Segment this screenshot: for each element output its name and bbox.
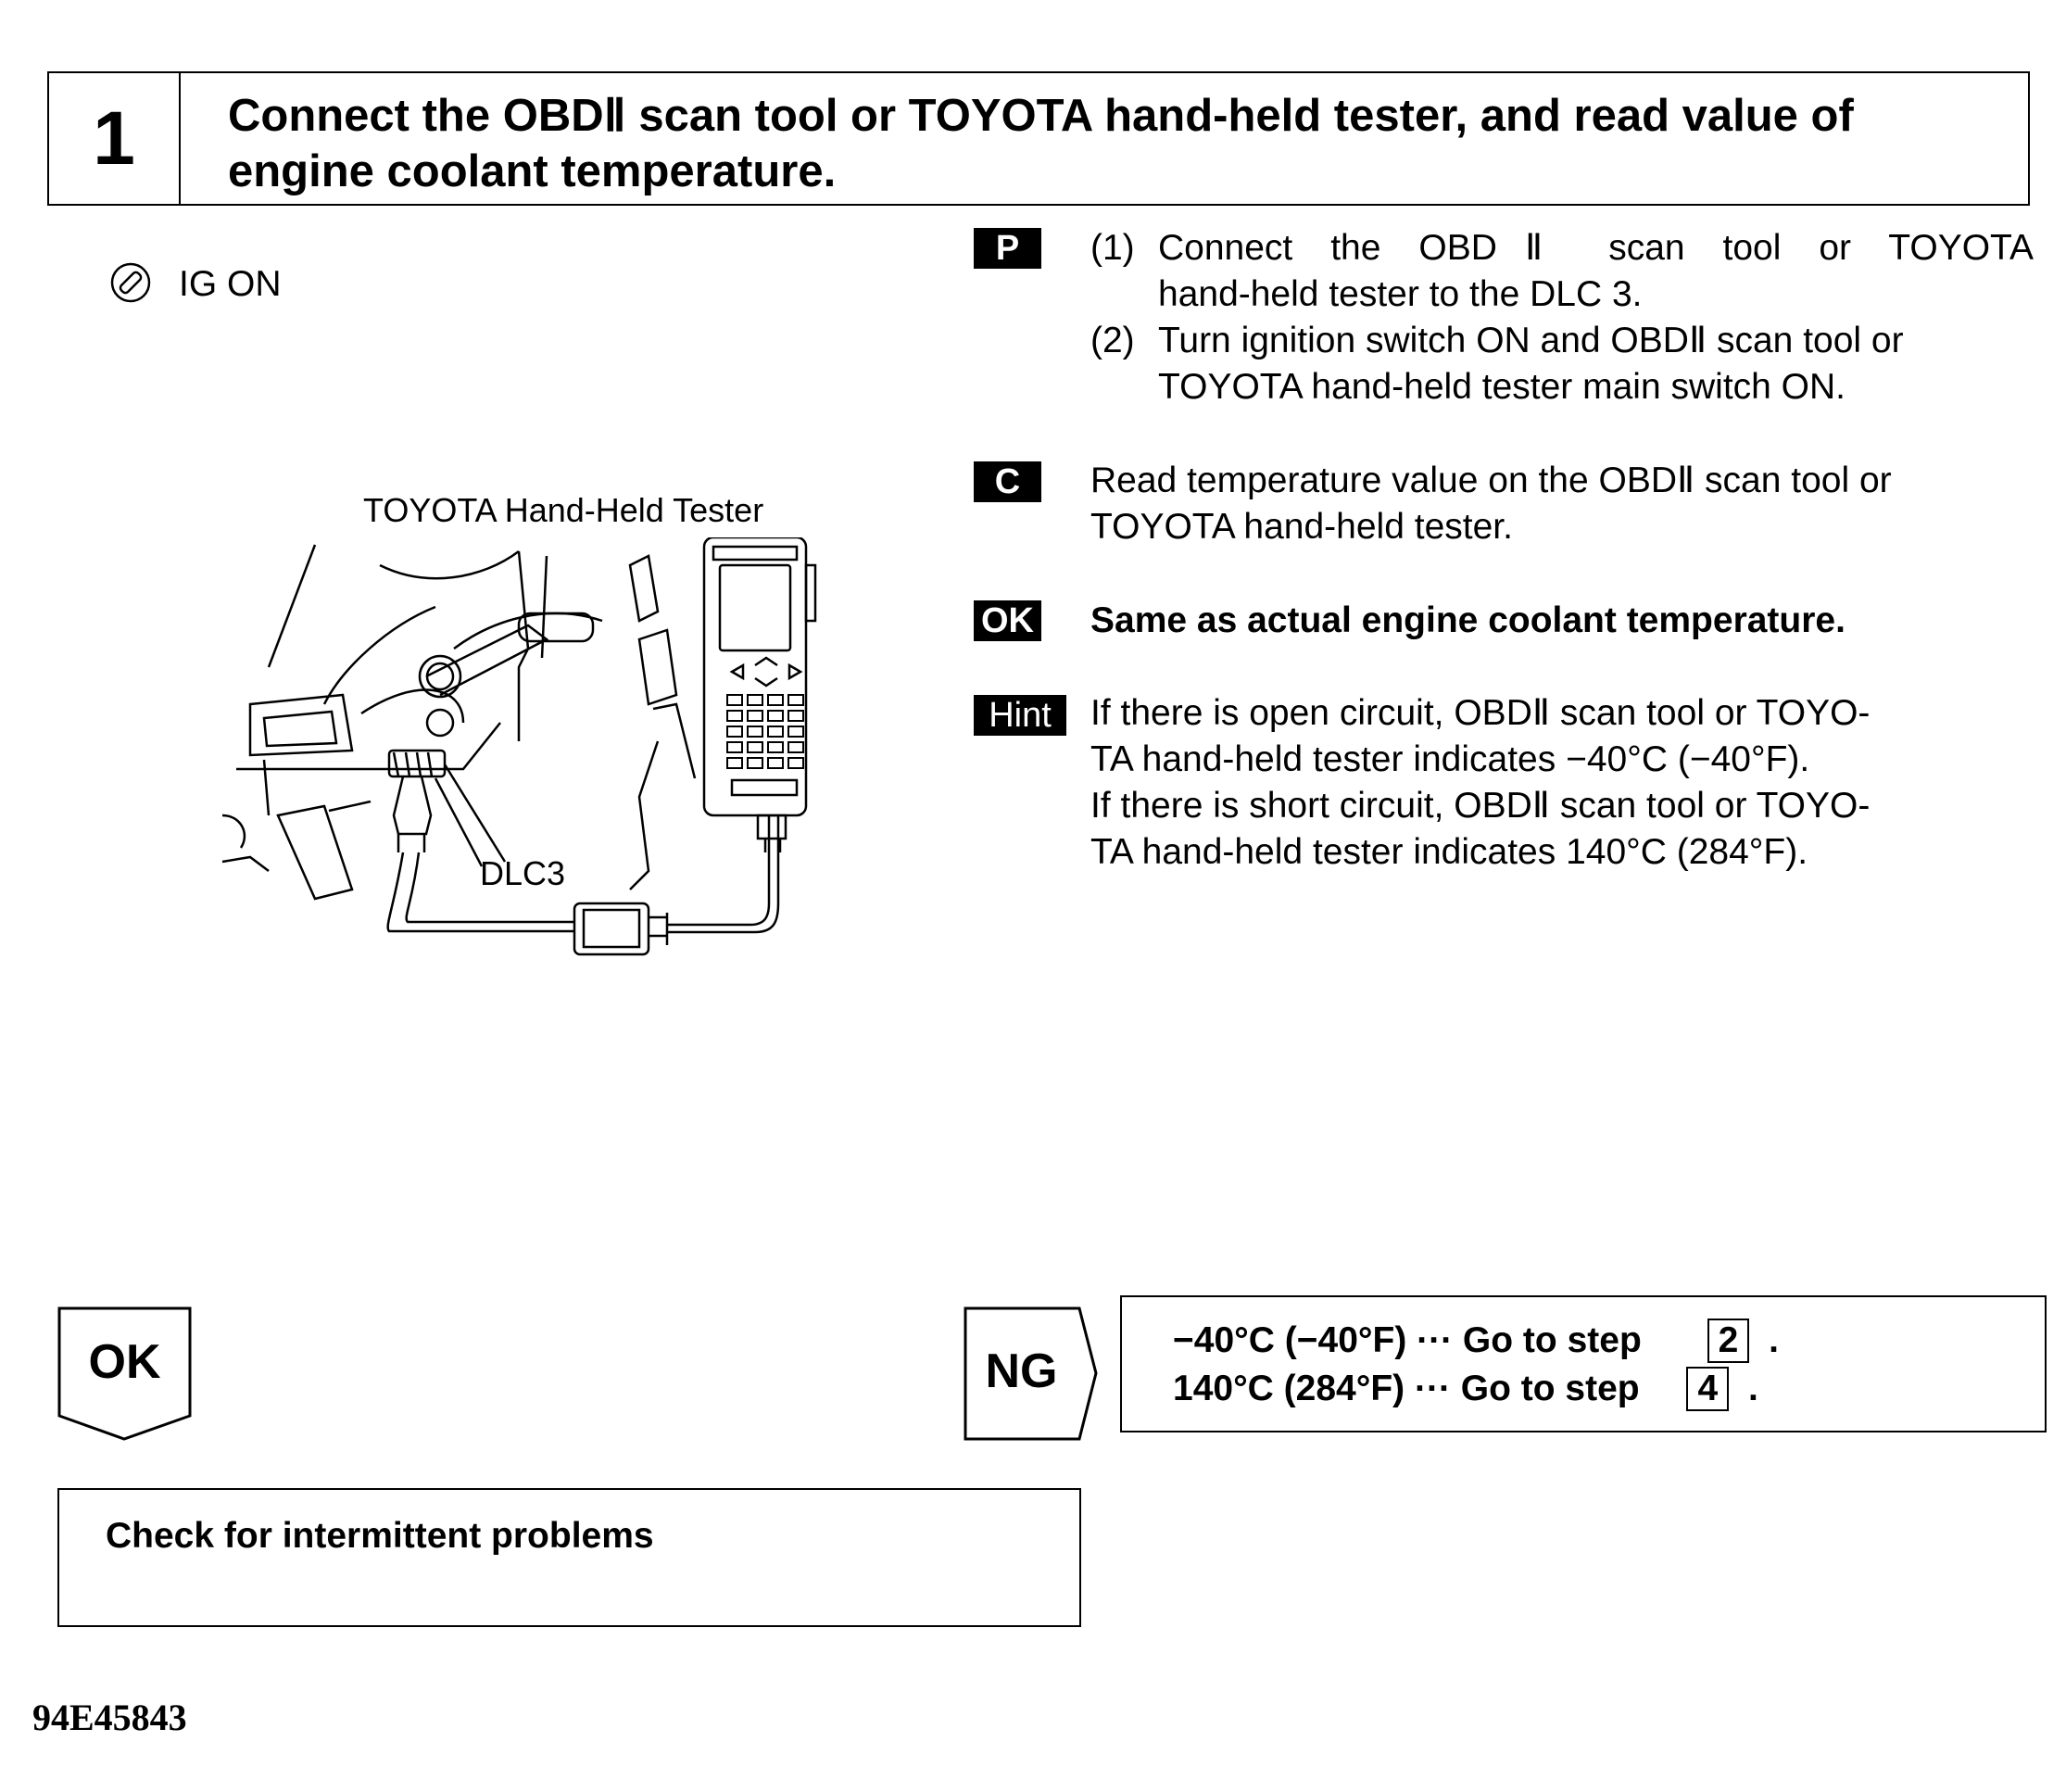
ng-actions-box: −40°C (−40°F) ··· Go to step 2 . 140°C (…	[1120, 1295, 2047, 1432]
ok-result-marker	[57, 1306, 192, 1441]
ok-tag: OK	[974, 600, 1041, 641]
prepare-item1-line1: Connect the OBDⅡ scan tool or TOYOTA	[1158, 228, 2034, 268]
condition-label: IG ON	[179, 264, 282, 304]
hint-line4: TA hand-held tester indicates 140°C (284…	[1090, 832, 1808, 872]
ng-line-2-period: .	[1747, 1369, 1758, 1408]
check-tag: C	[974, 461, 1041, 502]
step-header: 1 Connect the OBDⅡ scan tool or TOYOTA h…	[47, 71, 2030, 206]
step-number: 1	[49, 73, 181, 204]
ng-line-2-text: 140°C (284°F) ··· Go to step	[1173, 1369, 1640, 1408]
ng-line-1-text: −40°C (−40°F) ··· Go to step	[1173, 1320, 1642, 1360]
hint-line2: TA hand-held tester indicates −40°C (−40…	[1090, 739, 1810, 779]
ng-line-2: 140°C (284°F) ··· Go to step 4 .	[1173, 1366, 1758, 1412]
prepare-item2-line1: Turn ignition switch ON and OBDⅡ scan to…	[1158, 321, 1904, 360]
ng-result-marker	[964, 1306, 1098, 1441]
prepare-item2-line2: TOYOTA hand-held tester main switch ON.	[1158, 367, 1846, 407]
go-to-step-4-link[interactable]: 4	[1686, 1367, 1730, 1411]
hint-line1: If there is open circuit, OBDⅡ scan tool…	[1090, 693, 1871, 733]
tester-label: TOYOTA Hand-Held Tester	[363, 491, 764, 529]
document-code: 94E45843	[32, 1697, 187, 1738]
ng-line-1-period: .	[1769, 1320, 1779, 1360]
dlc3-connection-illustration	[221, 537, 817, 956]
ok-action-box: Check for intermittent problems	[57, 1488, 1081, 1627]
ok-result-label: OK	[88, 1335, 161, 1389]
check-line1: Read temperature value on the OBDⅡ scan …	[1090, 461, 1892, 500]
hint-tag: Hint	[974, 695, 1066, 736]
prepare-tag: P	[974, 228, 1041, 269]
prepare-item1-line2: hand-held tester to the DLC 3.	[1158, 274, 1643, 314]
dlc3-label: DLC3	[480, 854, 566, 892]
check-line2: TOYOTA hand-held tester.	[1090, 507, 1513, 547]
step-title: Connect the OBDⅡ scan tool or TOYOTA han…	[228, 91, 1854, 196]
hint-line3: If there is short circuit, OBDⅡ scan too…	[1090, 786, 1871, 826]
go-to-step-2-link[interactable]: 2	[1707, 1319, 1750, 1363]
ignition-key-icon	[110, 262, 151, 303]
ok-criteria: Same as actual engine coolant temperatur…	[1090, 600, 1846, 640]
ng-result-label: NG	[985, 1344, 1058, 1398]
ok-action-text: Check for intermittent problems	[106, 1516, 654, 1556]
prepare-item1-num: (1)	[1090, 228, 1135, 268]
ng-line-1: −40°C (−40°F) ··· Go to step 2 .	[1173, 1318, 1779, 1364]
prepare-item2-num: (2)	[1090, 321, 1135, 360]
